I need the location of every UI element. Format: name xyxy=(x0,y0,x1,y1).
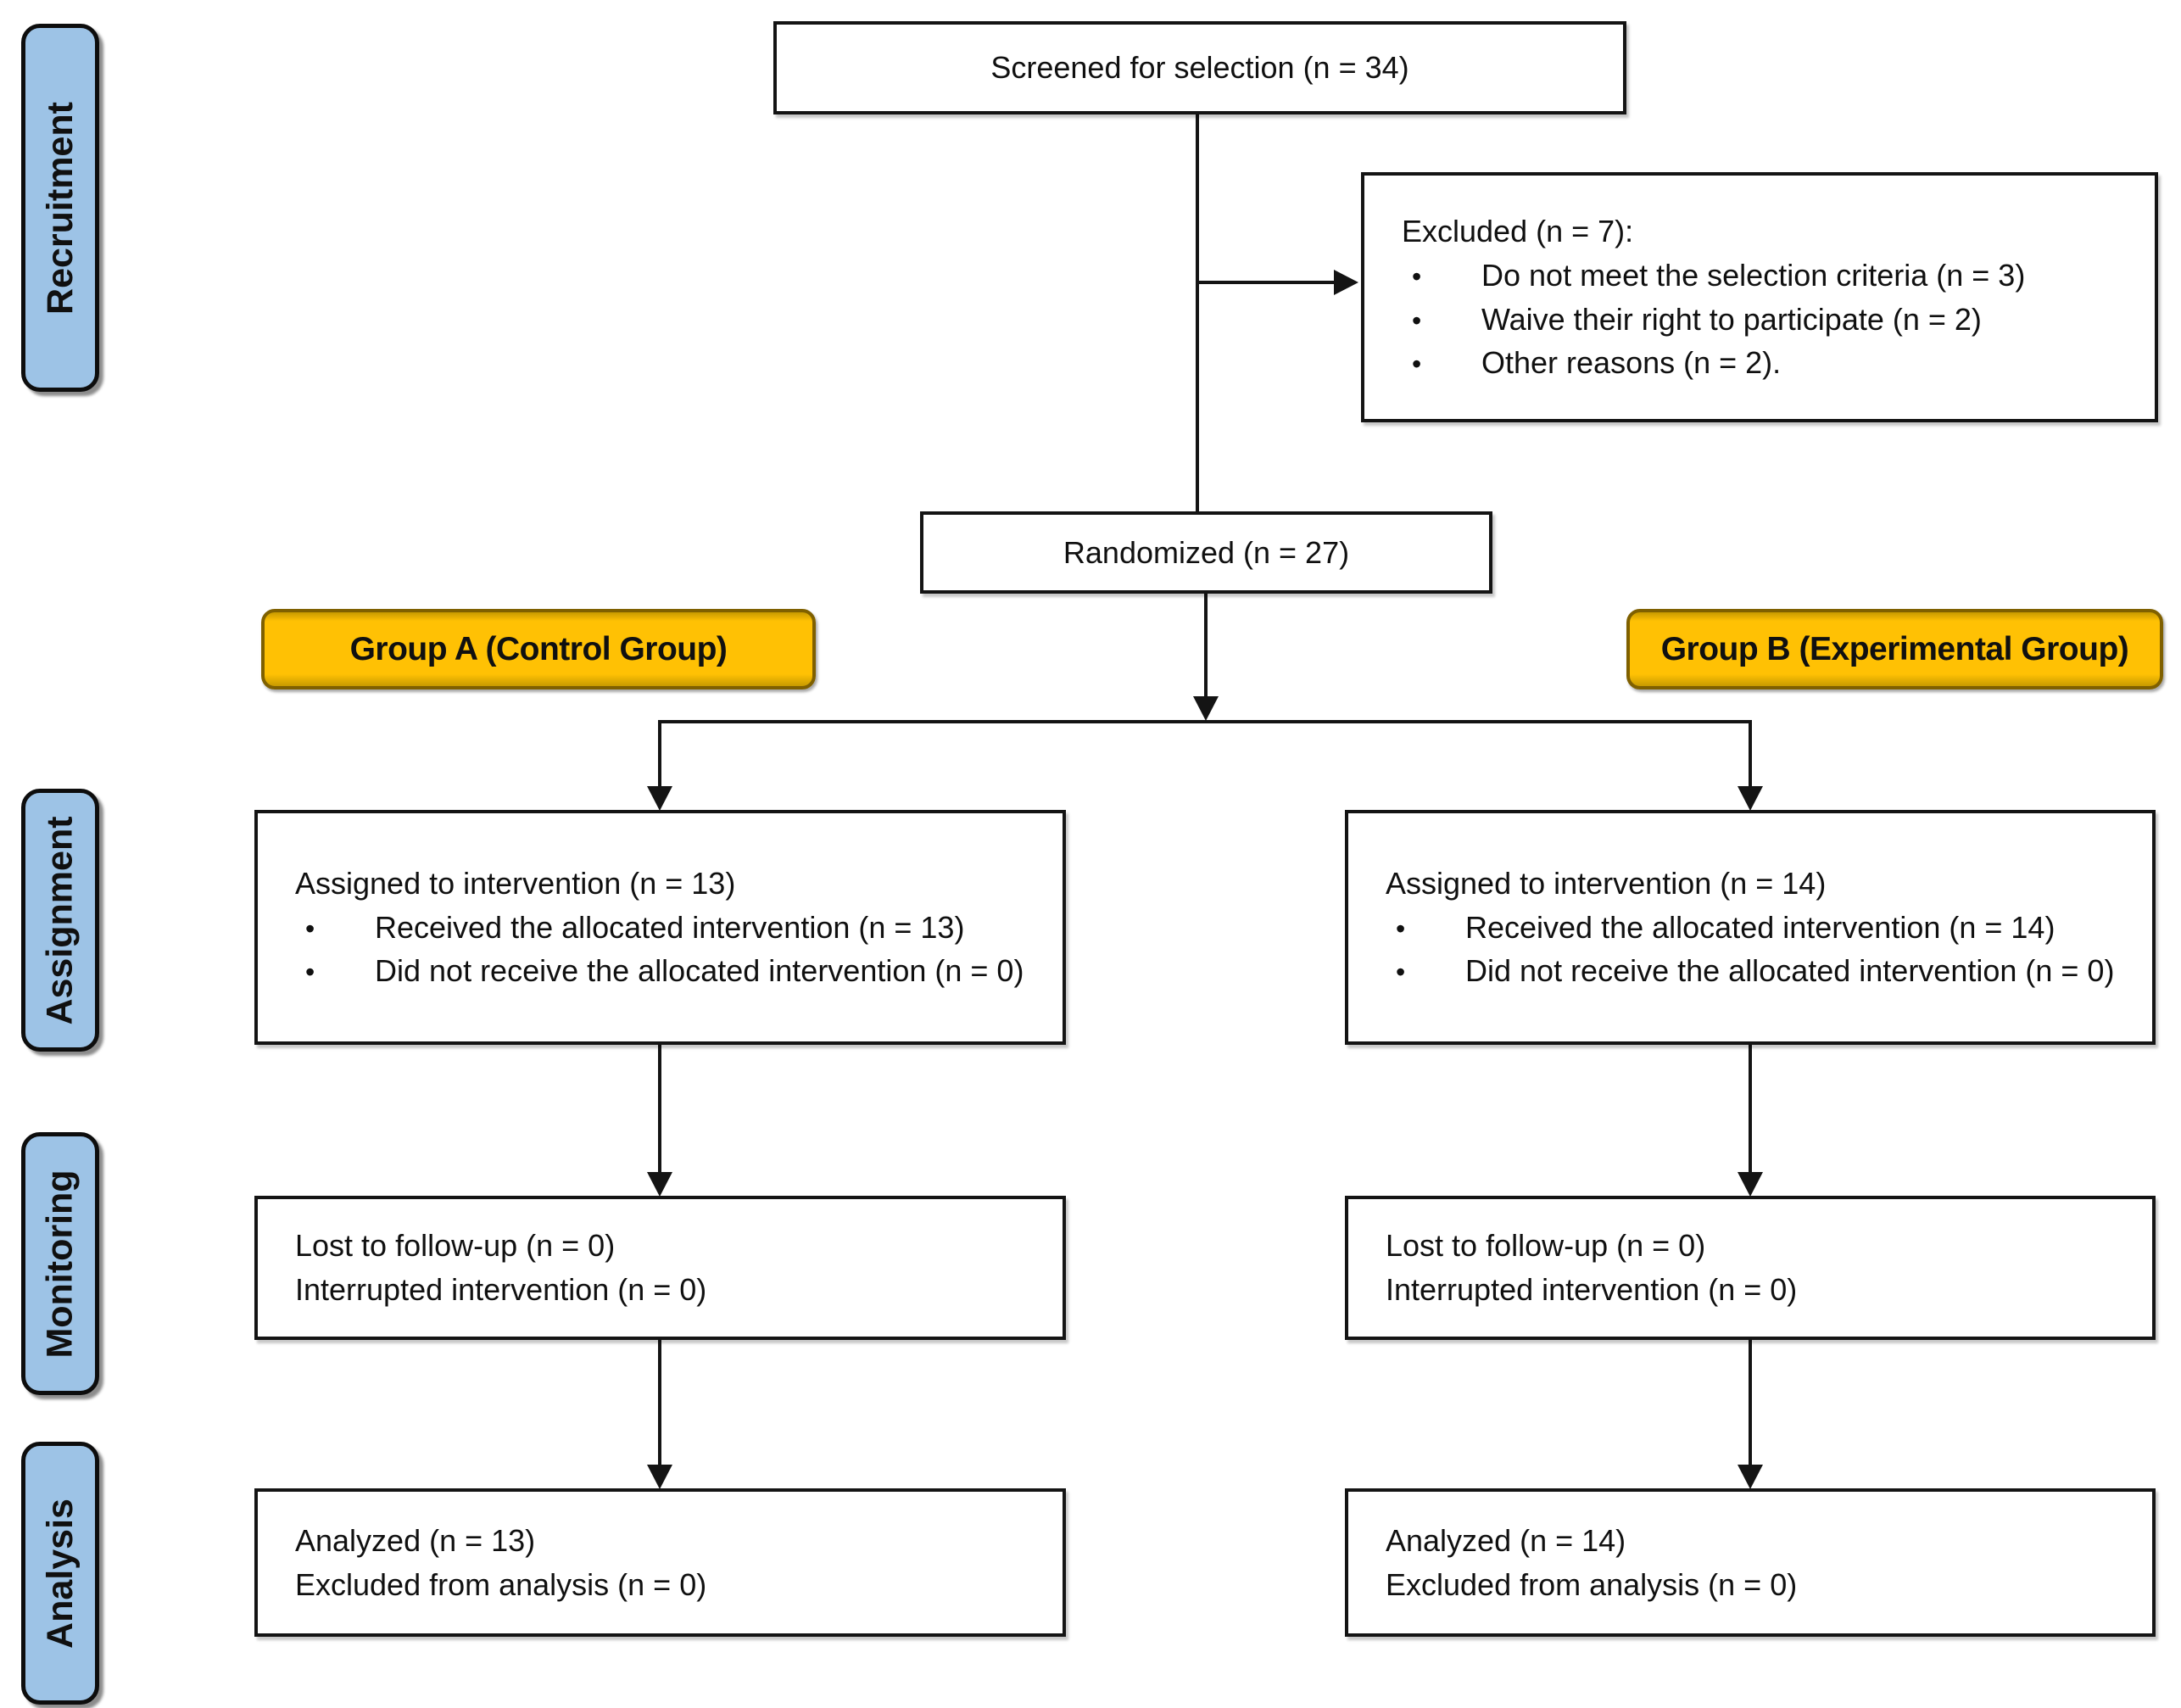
excluded-item: Other reasons (n = 2). xyxy=(1402,341,2141,385)
stage-label-assignment: Assignment xyxy=(21,789,99,1052)
monitoring-b-box: Lost to follow-up (n = 0) Interrupted in… xyxy=(1345,1196,2156,1340)
excluded-box: Excluded (n = 7): Do not meet the select… xyxy=(1361,172,2158,422)
bullet-icon xyxy=(295,949,375,993)
screened-text: Screened for selection (n = 34) xyxy=(990,50,1409,86)
connector-assignment-b-to-monitoring-b xyxy=(1749,1045,1752,1174)
arrowhead-down-icon xyxy=(1738,1465,1763,1489)
connector-split-to-assignment-b xyxy=(1749,720,1752,788)
arrowhead-down-icon xyxy=(647,1465,672,1489)
bullet-icon xyxy=(295,906,375,950)
excluded-item-text: Do not meet the selection criteria (n = … xyxy=(1481,257,2026,293)
analysis-b-line: Analyzed (n = 14) xyxy=(1386,1522,1626,1558)
bullet-icon xyxy=(1386,949,1465,993)
assignment-b-item-text: Received the allocated intervention (n =… xyxy=(1465,909,2055,945)
bullet-icon xyxy=(1402,341,1481,385)
excluded-item-text: Waive their right to participate (n = 2) xyxy=(1481,301,1982,337)
connector-screened-to-randomized xyxy=(1196,114,1199,511)
arrowhead-down-icon xyxy=(647,786,672,811)
analysis-a-line: Excluded from analysis (n = 0) xyxy=(295,1566,707,1602)
excluded-item-text: Other reasons (n = 2). xyxy=(1481,345,1782,381)
assignment-a-item: Received the allocated intervention (n =… xyxy=(295,906,1049,950)
monitoring-b-line: Interrupted intervention (n = 0) xyxy=(1386,1272,1798,1307)
connector-split-to-assignment-a xyxy=(658,720,661,788)
assignment-b-item-text: Did not receive the allocated interventi… xyxy=(1465,953,2115,989)
arrowhead-down-icon xyxy=(1738,1172,1763,1197)
randomized-text: Randomized (n = 27) xyxy=(1063,534,1350,570)
stage-label-monitoring: Monitoring xyxy=(21,1132,99,1395)
analysis-b-box: Analyzed (n = 14) Excluded from analysis… xyxy=(1345,1488,2156,1637)
group-a-text: Group A (Control Group) xyxy=(349,630,728,667)
bullet-icon xyxy=(1402,254,1481,298)
group-b-text: Group B (Experimental Group) xyxy=(1660,630,2129,667)
group-a-label: Group A (Control Group) xyxy=(261,609,816,689)
connector-to-excluded xyxy=(1197,281,1336,284)
stage-label-analysis-text: Analysis xyxy=(39,1498,81,1649)
arrowhead-down-icon xyxy=(1193,696,1219,721)
bullet-icon xyxy=(1402,298,1481,342)
assignment-a-item-text: Received the allocated intervention (n =… xyxy=(375,909,965,945)
monitoring-a-line: Lost to follow-up (n = 0) xyxy=(295,1228,616,1264)
randomized-box: Randomized (n = 27) xyxy=(920,511,1492,594)
monitoring-a-box: Lost to follow-up (n = 0) Interrupted in… xyxy=(254,1196,1066,1340)
stage-label-monitoring-text: Monitoring xyxy=(39,1169,81,1359)
assignment-b-item: Did not receive the allocated interventi… xyxy=(1386,949,2139,993)
excluded-item: Do not meet the selection criteria (n = … xyxy=(1402,254,2141,298)
assignment-b-title: Assigned to intervention (n = 14) xyxy=(1386,865,1827,901)
stage-label-assignment-text: Assignment xyxy=(39,815,81,1025)
monitoring-b-line: Lost to follow-up (n = 0) xyxy=(1386,1228,1706,1264)
connector-monitoring-b-to-analysis-b xyxy=(1749,1340,1752,1466)
arrowhead-down-icon xyxy=(1738,786,1763,811)
assignment-a-item-text: Did not receive the allocated interventi… xyxy=(375,953,1024,989)
analysis-a-line: Analyzed (n = 13) xyxy=(295,1522,536,1558)
analysis-b-line: Excluded from analysis (n = 0) xyxy=(1386,1566,1798,1602)
group-b-label: Group B (Experimental Group) xyxy=(1626,609,2163,689)
stage-label-recruitment: Recruitment xyxy=(21,24,99,392)
assignment-a-item: Did not receive the allocated interventi… xyxy=(295,949,1049,993)
assignment-a-title: Assigned to intervention (n = 13) xyxy=(295,865,736,901)
connector-assignment-a-to-monitoring-a xyxy=(658,1045,661,1174)
assignment-a-box: Assigned to intervention (n = 13) Receiv… xyxy=(254,810,1066,1045)
stage-label-analysis: Analysis xyxy=(21,1442,99,1705)
monitoring-a-line: Interrupted intervention (n = 0) xyxy=(295,1272,707,1307)
bullet-icon xyxy=(1386,906,1465,950)
stage-label-recruitment-text: Recruitment xyxy=(39,101,81,315)
connector-monitoring-a-to-analysis-a xyxy=(658,1340,661,1466)
screened-box: Screened for selection (n = 34) xyxy=(773,21,1626,114)
arrowhead-right-icon xyxy=(1334,270,1358,295)
excluded-item: Waive their right to participate (n = 2) xyxy=(1402,298,2141,342)
assignment-b-box: Assigned to intervention (n = 14) Receiv… xyxy=(1345,810,2156,1045)
connector-split-horizontal xyxy=(658,720,1752,723)
assignment-b-item: Received the allocated intervention (n =… xyxy=(1386,906,2139,950)
connector-randomized-to-split xyxy=(1204,594,1208,699)
analysis-a-box: Analyzed (n = 13) Excluded from analysis… xyxy=(254,1488,1066,1637)
arrowhead-down-icon xyxy=(647,1172,672,1197)
excluded-title: Excluded (n = 7): xyxy=(1402,213,1634,248)
